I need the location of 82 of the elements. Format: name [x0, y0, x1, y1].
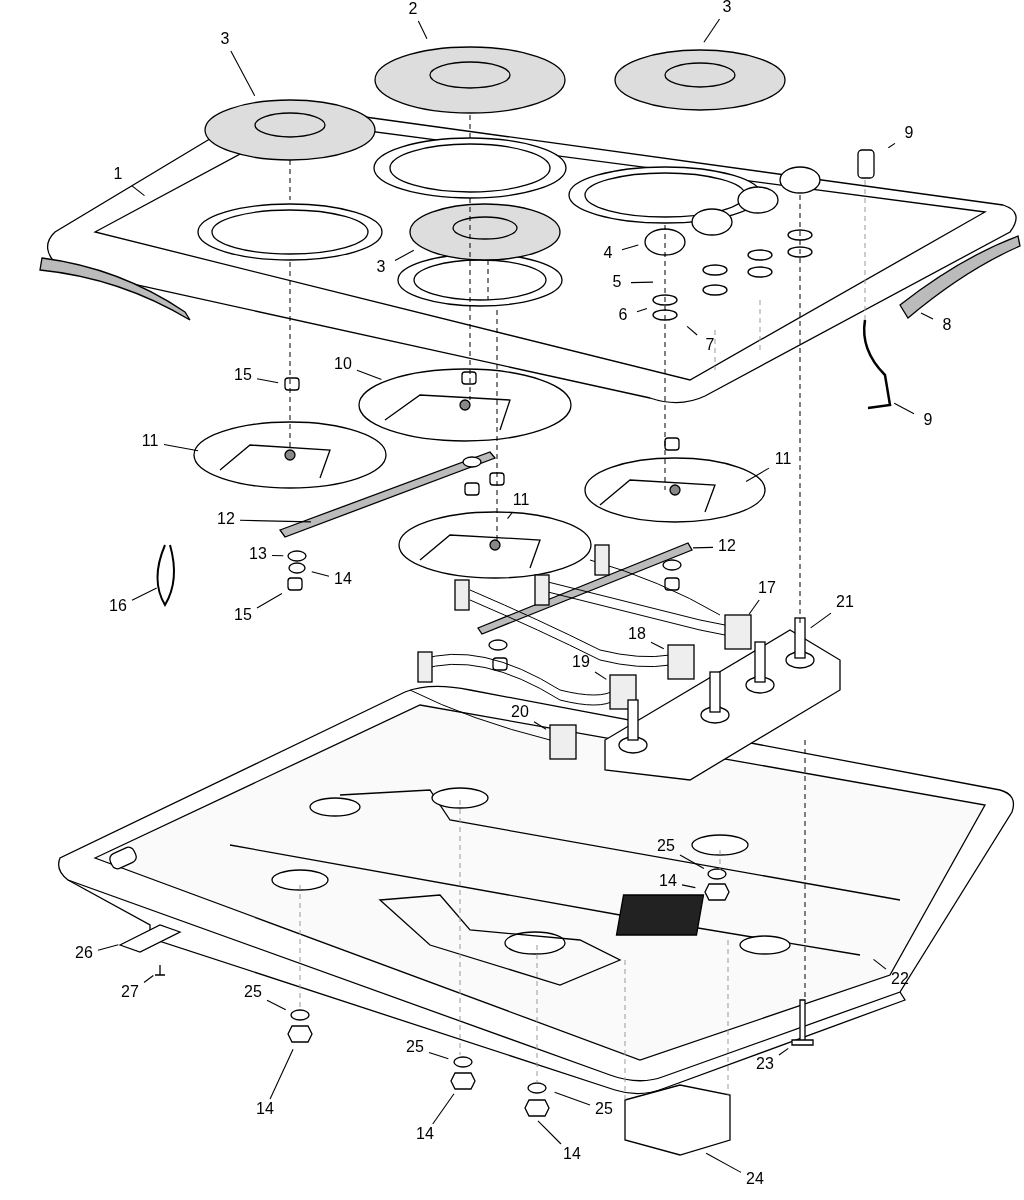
leader-line [230, 50, 256, 97]
leader-line [533, 721, 547, 730]
leader-line [778, 1047, 789, 1056]
callout-number: 14 [252, 1100, 278, 1120]
callout-number: 25 [240, 983, 266, 1003]
callout-number: 9 [896, 124, 922, 144]
callout-number: 19 [568, 653, 594, 673]
callout-number: 20 [507, 703, 533, 723]
leader-line [394, 249, 415, 261]
callout-number: 4 [595, 244, 621, 264]
callout-number: 25 [591, 1100, 617, 1120]
leader-line [686, 325, 698, 336]
leader-line [887, 142, 896, 149]
callout-number: 11 [508, 491, 534, 511]
callout-number: 18 [624, 625, 650, 645]
leader-line [256, 592, 283, 609]
callout-number: 5 [604, 273, 630, 293]
leader-line [432, 1093, 455, 1125]
callout-number: 9 [915, 411, 941, 431]
leader-line [636, 308, 648, 313]
callout-number: 11 [770, 450, 796, 470]
leader-line [537, 1120, 562, 1145]
callout-number: 14 [412, 1125, 438, 1145]
leader-line [810, 612, 832, 629]
leader-line [311, 571, 330, 577]
leader-line [630, 281, 654, 284]
leader-line [705, 1152, 742, 1173]
leader-line [679, 854, 705, 870]
leader-line [271, 554, 284, 557]
callout-number: 14 [655, 872, 681, 892]
leader-line [269, 1048, 294, 1100]
leader-line [692, 546, 714, 549]
callout-number: 21 [832, 593, 858, 613]
leader-line [97, 944, 119, 951]
leader-line [417, 20, 428, 40]
leader-line [356, 369, 382, 381]
leader-line [681, 884, 696, 889]
leader-line [594, 671, 607, 680]
callout-number: 24 [742, 1170, 768, 1190]
leader-line [428, 1052, 449, 1060]
leader-line [163, 444, 199, 452]
callout-number: 23 [752, 1055, 778, 1075]
callout-number: 12 [714, 537, 740, 557]
callout-number: 12 [213, 510, 239, 530]
leader-line [621, 244, 639, 251]
callout-number: 17 [754, 579, 780, 599]
callout-number: 22 [887, 970, 913, 990]
callout-number: 3 [714, 0, 740, 18]
callout-number: 16 [105, 597, 131, 617]
callout-number: 25 [653, 837, 679, 857]
leader-line [131, 587, 158, 601]
leader-line [131, 185, 146, 197]
callout-number: 14 [330, 570, 356, 590]
callout-number: 3 [368, 258, 394, 278]
leader-line [748, 599, 760, 615]
callout-number: 26 [71, 944, 97, 964]
leader-line [507, 511, 514, 520]
callout-number: 14 [559, 1145, 585, 1165]
callout-number: 6 [610, 306, 636, 326]
leader-line [256, 378, 279, 384]
callout-number: 3 [212, 30, 238, 50]
callout-number: 11 [137, 432, 163, 452]
callout-number: 25 [402, 1038, 428, 1058]
leader-line [745, 467, 770, 483]
leader-line [266, 999, 287, 1011]
leader-line [143, 974, 154, 984]
callout-number: 8 [934, 316, 960, 336]
leader-line [554, 1091, 591, 1106]
callout-number: 13 [245, 545, 271, 565]
leader-line [703, 18, 721, 43]
callout-number: 27 [117, 983, 143, 1003]
leader-line [893, 402, 915, 415]
callout-number: 7 [697, 336, 723, 356]
callout-number: 1 [105, 165, 131, 185]
callout-number: 10 [330, 355, 356, 375]
callout-number: 15 [230, 366, 256, 386]
leader-line [239, 519, 312, 523]
leader-line [872, 958, 887, 970]
leader-line [650, 641, 665, 650]
leader-line [920, 312, 934, 320]
callout-number: 2 [400, 0, 426, 20]
callout-number: 15 [230, 606, 256, 626]
